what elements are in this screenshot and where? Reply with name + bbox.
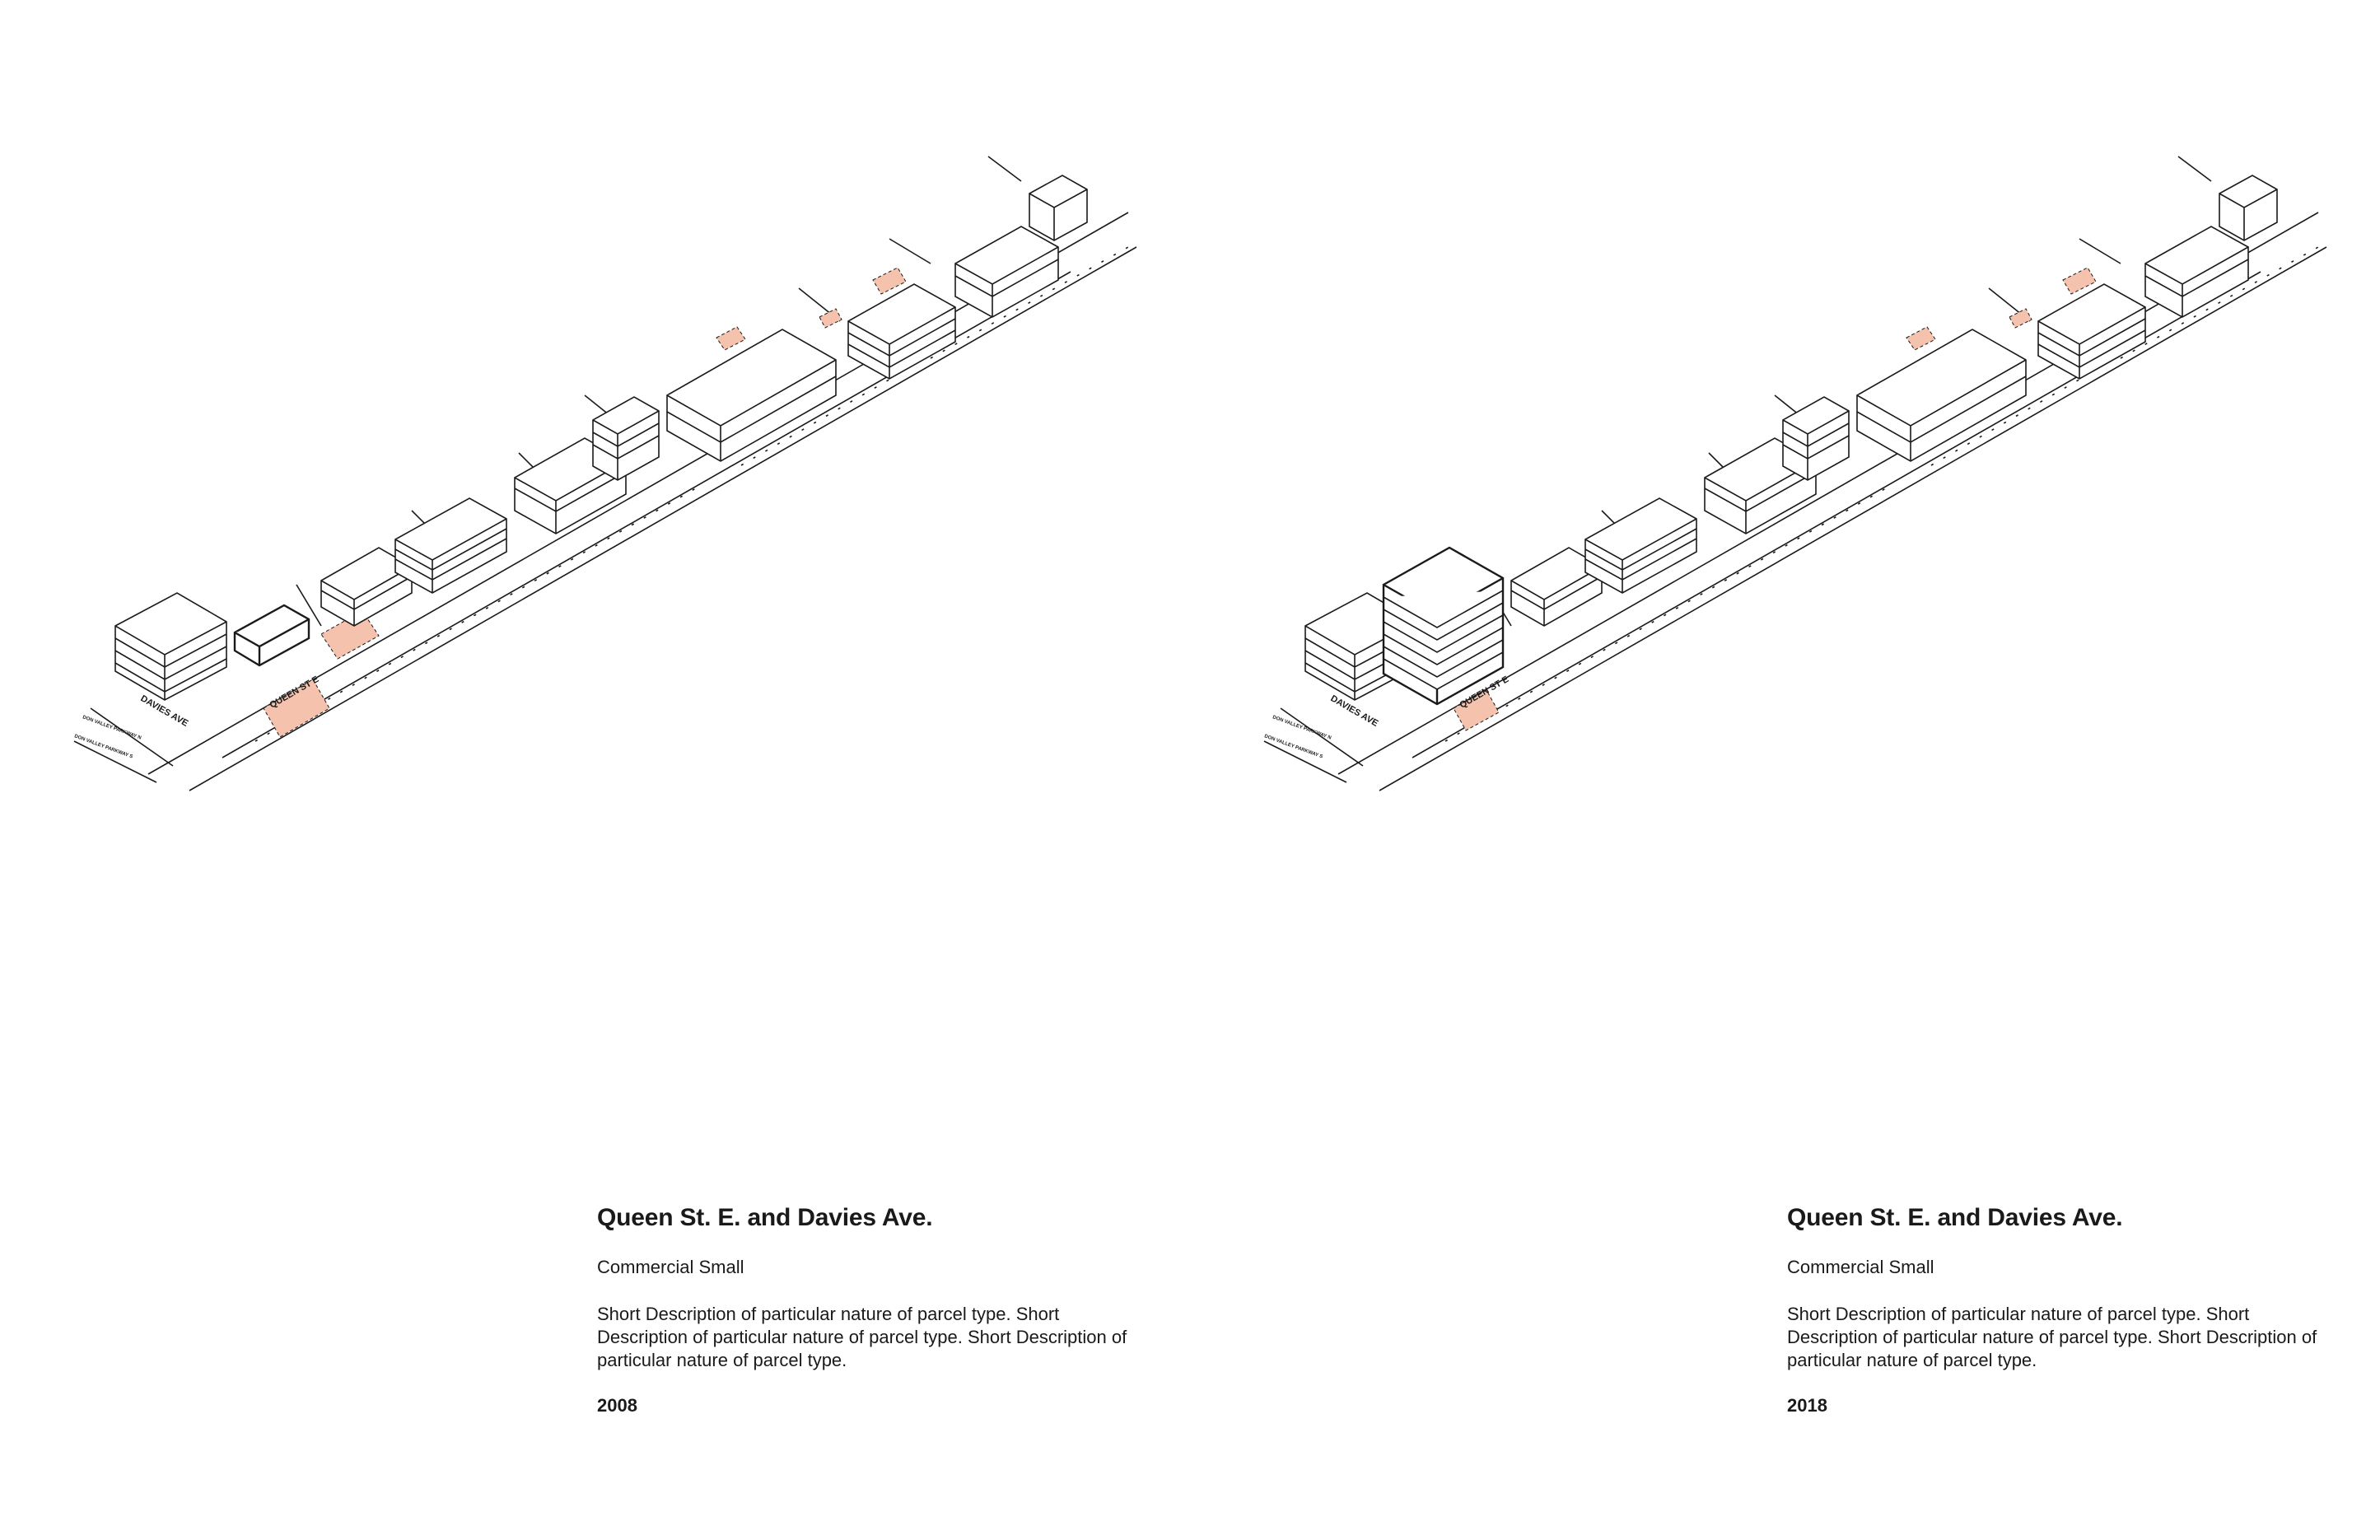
year-label: 2018	[1787, 1395, 1827, 1416]
location-title: Queen St. E. and Davies Ave.	[597, 1204, 933, 1231]
year-label: 2008	[597, 1395, 637, 1416]
location-title: Queen St. E. and Davies Ave.	[1787, 1204, 2123, 1231]
caption-2008: Queen St. E. and Davies Ave. Commercial …	[597, 1204, 1141, 1416]
street-label-don-valley-n: DON VALLEY PARKWAY N	[1272, 715, 1332, 740]
parcel-category: Commercial Small	[1787, 1257, 1934, 1277]
panel-2008: DAVIES AVE QUEEN ST E DON VALLEY PARKWAY…	[73, 156, 1141, 1416]
isometric-street-diagram-2008: DAVIES AVE QUEEN ST E DON VALLEY PARKWAY…	[73, 156, 1137, 791]
street-label-don-valley-n: DON VALLEY PARKWAY N	[82, 715, 142, 740]
caption-2018: Queen St. E. and Davies Ave. Commercial …	[1787, 1204, 2331, 1416]
parcel-category: Commercial Small	[597, 1257, 744, 1277]
parcel-description: Short Description of particular nature o…	[1787, 1304, 2317, 1370]
isometric-street-diagram-2018: DAVIES AVE QUEEN ST E DON VALLEY PARKWAY…	[1263, 156, 2327, 791]
parcel-description: Short Description of particular nature o…	[597, 1304, 1127, 1370]
panel-2018: DAVIES AVE QUEEN ST E DON VALLEY PARKWAY…	[1190, 0, 2380, 1540]
